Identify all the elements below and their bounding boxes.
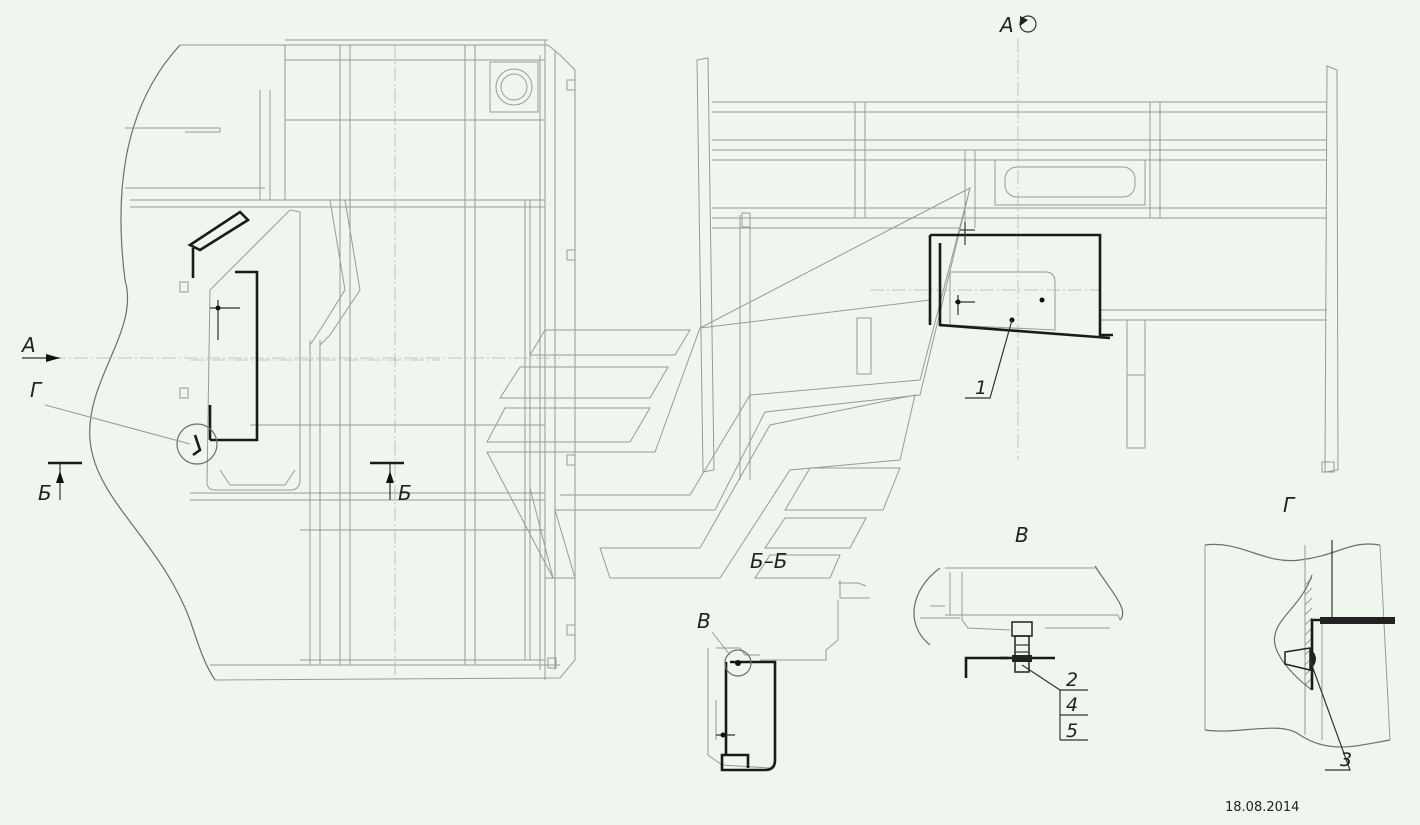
section-b-b-label: Б–Б <box>750 549 787 573</box>
arrow-a-label: А <box>20 333 36 357</box>
section-mark-left: Б <box>38 461 82 505</box>
section-b-left-label: Б <box>38 481 52 505</box>
section-b-b: Б–Б <box>486 187 971 579</box>
callout-4-label: 4 <box>1066 694 1078 716</box>
callout-v-label: В <box>697 609 711 633</box>
view-a: А <box>696 13 1339 480</box>
callout-3-label: 3 <box>1340 749 1352 771</box>
detail-v: В 2 4 5 <box>913 523 1124 742</box>
section-mark-right: Б <box>370 461 412 505</box>
callout-5-label: 5 <box>1066 720 1078 742</box>
section-b-right-label: Б <box>398 481 412 505</box>
rotation-icon <box>1019 15 1037 33</box>
detail-g: Г 3 <box>1204 493 1395 771</box>
detail-g-label: Г <box>1283 493 1296 517</box>
view-arrow-a: А <box>20 333 60 362</box>
callout-1-label: 1 <box>975 377 987 399</box>
detail-v-label: В <box>1015 523 1029 547</box>
drawing-date: 18.08.2014 <box>1225 800 1299 815</box>
main-plan-view <box>30 39 576 681</box>
callout-2-label: 2 <box>1066 669 1078 691</box>
small-view-v: В <box>697 580 870 772</box>
view-a-label: А <box>998 13 1014 37</box>
callout-g-label: Г <box>30 378 43 402</box>
